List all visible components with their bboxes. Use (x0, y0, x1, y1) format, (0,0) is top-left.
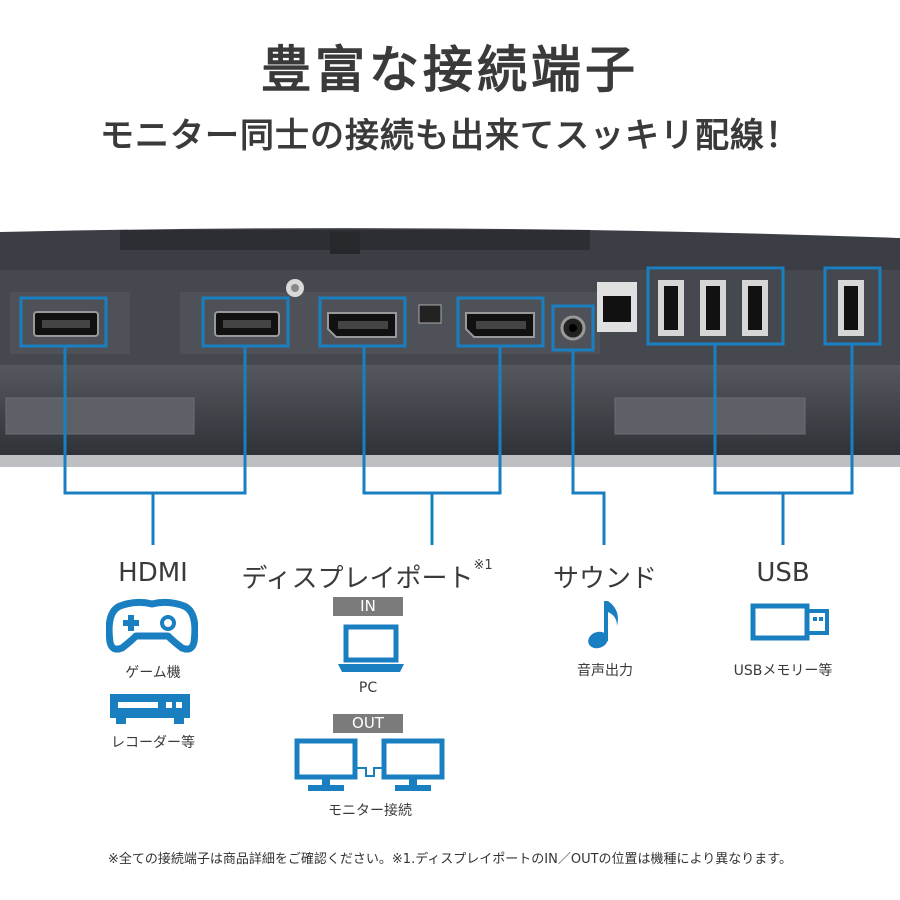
displayport-out (465, 312, 535, 338)
music-note-icon (588, 601, 618, 649)
audio-jack (560, 315, 586, 341)
laptop-icon (338, 624, 404, 672)
page-subtitle: モニター同士の接続も出来てスッキリ配線！ (100, 116, 800, 156)
connector-lines (19, 266, 882, 545)
displayport-note-mark: ※1 (473, 558, 493, 573)
dual-monitor-icon (294, 738, 445, 791)
footnote: ※全ての接続端子は商品詳細をご確認ください。※1.ディスプレイポートのIN／OU… (108, 852, 792, 867)
usb-a-ports (658, 280, 768, 336)
displayport-in (327, 312, 397, 338)
hdmi-use-game: ゲーム機 (125, 665, 181, 681)
page-title: 豊富な接続端子 (261, 41, 639, 99)
sound-label: サウンド (552, 564, 657, 594)
usb-stick-icon (750, 603, 829, 641)
hdmi-port-1 (33, 311, 99, 337)
usb-label: USB (756, 558, 810, 588)
in-tag: IN (333, 597, 403, 616)
hdmi-use-recorder: レコーダー等 (111, 735, 195, 751)
pc-label: PC (358, 680, 378, 696)
recorder-icon (110, 694, 190, 724)
out-tag: OUT (333, 714, 403, 733)
usb-b-port (597, 282, 637, 332)
hdmi-port-2 (214, 311, 280, 337)
usb-a-port-side (838, 280, 864, 336)
hdmi-label: HDMI (118, 558, 188, 588)
sound-use: 音声出力 (577, 663, 633, 679)
usb-use: USBメモリー等 (733, 663, 833, 679)
monitor-port-panel (0, 228, 900, 467)
monitor-connection-label: モニター接続 (328, 803, 412, 819)
gamepad-icon (106, 598, 198, 653)
mini-displayport (418, 304, 442, 324)
displayport-label: ディスプレイポート※1 (232, 558, 502, 595)
displayport-label-text: ディスプレイポート (241, 564, 474, 594)
